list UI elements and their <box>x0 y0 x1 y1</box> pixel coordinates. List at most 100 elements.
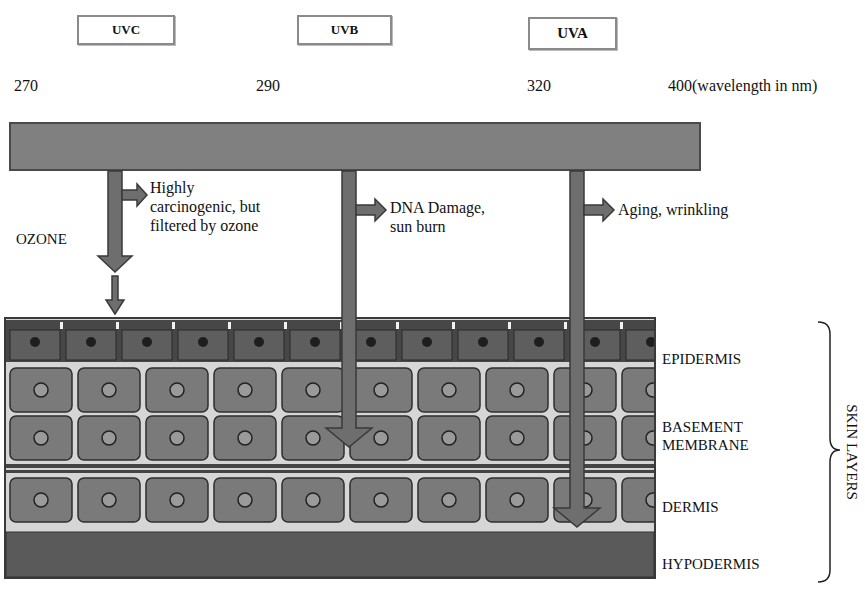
cell-nucleus <box>102 431 116 445</box>
layer-name: BASEMENT MEMBRANE <box>662 418 792 454</box>
cell-nucleus <box>102 493 116 507</box>
skin-cell <box>622 478 654 522</box>
cell-nucleus <box>374 383 388 397</box>
skin-cell <box>214 368 276 412</box>
cell-gap <box>284 322 287 329</box>
surface-cell <box>514 330 564 360</box>
cell-nucleus <box>238 383 252 397</box>
cell-nucleus <box>170 383 184 397</box>
wavelength-number: 400(wavelength in nm) <box>668 76 817 95</box>
skin-cell <box>10 368 72 412</box>
effect-note: Aging, wrinkling <box>618 200 728 219</box>
surface-cell <box>626 330 654 360</box>
cell-nucleus <box>34 431 48 445</box>
skin-cell <box>486 478 548 522</box>
cell-nucleus <box>478 337 488 347</box>
skin-cell <box>486 368 548 412</box>
uva-arrow <box>554 171 600 527</box>
skin-cell <box>282 478 344 522</box>
skin-cell <box>622 416 654 460</box>
skin-cell <box>146 416 208 460</box>
cell-gap <box>228 322 231 329</box>
skin-cell <box>418 416 480 460</box>
cell-nucleus <box>306 383 320 397</box>
cell-nucleus <box>374 431 388 445</box>
stratum-strip <box>6 320 654 362</box>
cell-nucleus <box>366 337 376 347</box>
skin-cell <box>486 416 548 460</box>
skin-cell <box>78 478 140 522</box>
layer-name: DERMIS <box>662 498 719 516</box>
cell-nucleus <box>442 493 456 507</box>
cell-nucleus <box>646 383 654 397</box>
box-label: UVA <box>557 19 588 48</box>
skin-cell <box>554 416 616 460</box>
bracket <box>818 322 840 582</box>
skin-cell <box>418 368 480 412</box>
layer-name: HYPODERMIS <box>662 555 760 573</box>
cell-gap <box>396 322 399 329</box>
skin-cell <box>214 478 276 522</box>
cell-nucleus <box>170 493 184 507</box>
surface-cell <box>66 330 116 360</box>
cell-nucleus <box>170 431 184 445</box>
surface-cell <box>10 330 60 360</box>
surface-cell <box>402 330 452 360</box>
skin-cell <box>554 368 616 412</box>
wavelength-number: 270 <box>14 76 38 95</box>
cell-nucleus <box>86 337 96 347</box>
surface-cell <box>122 330 172 360</box>
uv-arrows <box>98 171 614 527</box>
cell-nucleus <box>646 493 654 507</box>
side-arrow <box>122 184 147 206</box>
hypodermis-band <box>6 532 654 577</box>
cell-nucleus <box>30 337 40 347</box>
wavelength-number: 320 <box>527 76 551 95</box>
cell-nucleus <box>310 337 320 347</box>
basement-membrane-line <box>6 470 654 473</box>
cell-gap <box>452 322 455 329</box>
side-arrow <box>356 199 386 221</box>
cell-gap <box>116 322 119 329</box>
skin-cell <box>350 478 412 522</box>
wavelength-number: 290 <box>256 76 280 95</box>
skin-cell <box>146 478 208 522</box>
box-label: UVC <box>112 17 140 43</box>
wavelength-box: UVA <box>528 17 617 50</box>
uvc-arrow <box>98 171 132 272</box>
group-label: SKIN LAYERS <box>843 404 861 500</box>
cell-nucleus <box>34 383 48 397</box>
ozone-label: OZONE <box>16 230 67 248</box>
cell-nucleus <box>238 431 252 445</box>
cell-nucleus <box>422 337 432 347</box>
cell-gap <box>620 322 623 329</box>
skin-cell <box>10 478 72 522</box>
cell-nucleus <box>590 337 600 347</box>
side-arrow <box>584 199 614 221</box>
basement-membrane-line <box>6 464 654 468</box>
box-label: UVB <box>331 17 358 43</box>
cell-nucleus <box>102 383 116 397</box>
cell-nucleus <box>510 493 524 507</box>
cell-nucleus <box>34 493 48 507</box>
cell-nucleus <box>510 383 524 397</box>
cell-nucleus <box>374 493 388 507</box>
cell-nucleus <box>238 493 252 507</box>
effect-note: DNA Damage, sun burn <box>390 198 490 236</box>
surface-cell <box>178 330 228 360</box>
skin-cell <box>282 368 344 412</box>
skin-cell <box>350 368 412 412</box>
cell-gap <box>564 322 567 329</box>
ozone-arrow <box>106 276 124 314</box>
skin-cell <box>10 416 72 460</box>
skin-cell <box>622 368 654 412</box>
cell-nucleus <box>646 431 654 445</box>
skin-cell <box>146 368 208 412</box>
skin-block <box>5 318 655 578</box>
cell-gap <box>60 322 63 329</box>
surface-cell <box>290 330 340 360</box>
skin-cells <box>10 322 654 522</box>
skin-cell <box>282 416 344 460</box>
surface-cell <box>234 330 284 360</box>
